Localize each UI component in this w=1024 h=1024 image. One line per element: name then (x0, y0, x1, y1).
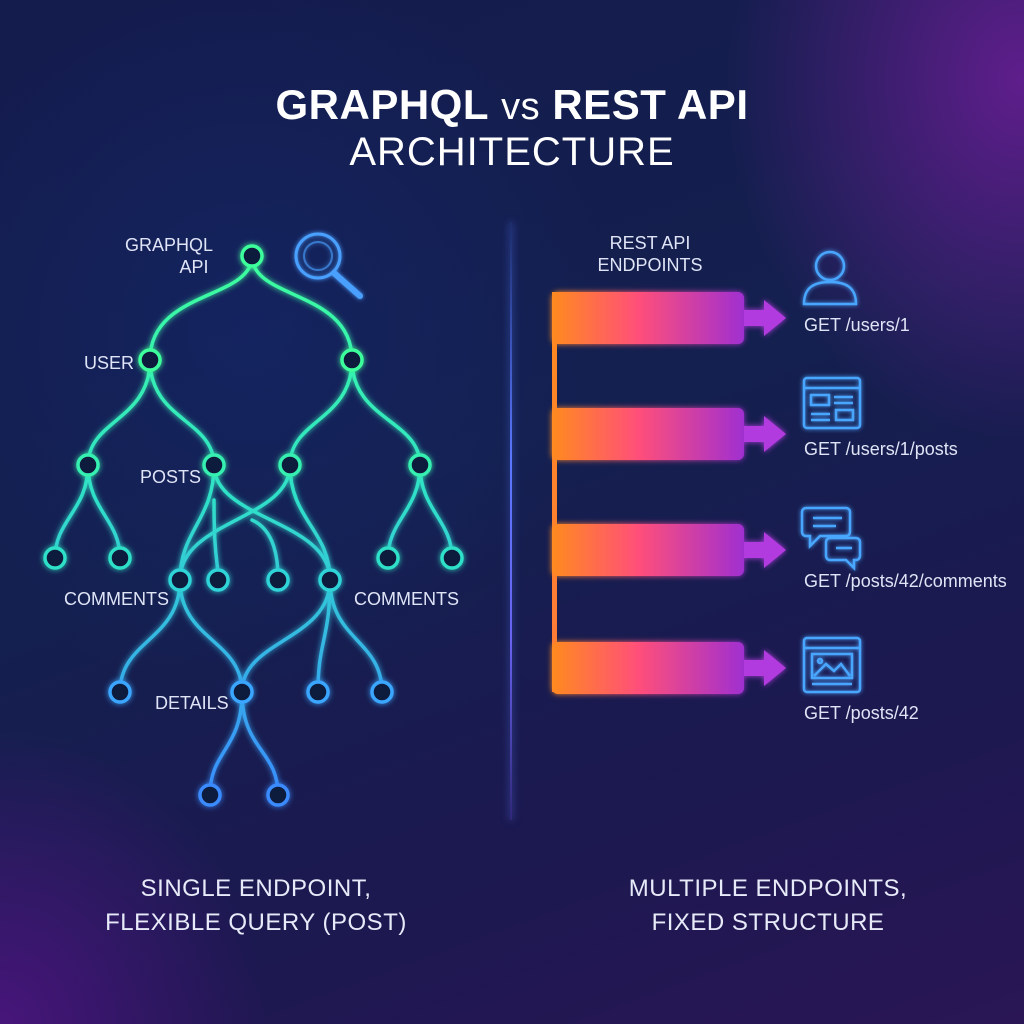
tree-node (306, 680, 330, 704)
tree-edge (418, 463, 454, 560)
details-label: DETAILS (155, 693, 229, 713)
graphql-tree-edges (53, 254, 454, 797)
graphql-api-label: GRAPHQL API (114, 234, 224, 278)
tree-edge (316, 578, 332, 694)
title-graphql: GRAPHQL (275, 81, 489, 128)
search-icon (294, 232, 363, 299)
chat-bubbles-icon (800, 506, 862, 572)
endpoint-bar-4 (552, 642, 786, 694)
tree-edge (53, 463, 90, 560)
rest-bars (552, 292, 786, 694)
tree-node (206, 568, 230, 592)
tree-edge (350, 358, 422, 467)
tree-edge (212, 498, 220, 580)
tree-node (108, 680, 132, 704)
graphql-caption-line-2: FLEXIBLE QUERY (POST) (105, 909, 407, 936)
user-label: USER (84, 353, 135, 373)
tree-node (370, 680, 394, 704)
tree-node (266, 783, 290, 807)
tree-node-details (230, 680, 254, 704)
tree-edge (208, 690, 244, 797)
rest-spine (552, 292, 557, 692)
endpoint-label-3: GET /posts/42/comments (804, 571, 1007, 591)
tree-node (408, 453, 432, 477)
tree-node (198, 783, 222, 807)
tree-edge (328, 578, 384, 694)
tree-node (376, 546, 400, 570)
posts-label: POSTS (140, 467, 202, 487)
tree-edge (178, 578, 244, 694)
tree-edge (240, 578, 332, 694)
endpoint-bar-3 (552, 524, 786, 576)
tree-node-root (240, 244, 264, 268)
tree-node (278, 453, 302, 477)
graphql-caption: SINGLE ENDPOINT, FLEXIBLE QUERY (POST) (6, 872, 506, 940)
center-divider (510, 222, 512, 820)
tree-edge (386, 463, 422, 560)
rest-caption-line-2: FIXED STRUCTURE (651, 909, 885, 936)
tree-node-comments-right (318, 568, 342, 592)
title-rest-api: REST API (552, 81, 749, 128)
tree-node (440, 546, 464, 570)
rest-header-line-2: ENDPOINTS (597, 255, 703, 275)
tree-node-user (138, 348, 162, 372)
image-page-icon (802, 636, 862, 694)
title-vs: vs (501, 86, 541, 128)
rest-endpoints-header: REST API ENDPOINTS (570, 232, 730, 276)
tree-edge (212, 463, 332, 582)
rest-caption: MULTIPLE ENDPOINTS, FIXED STRUCTURE (518, 872, 1018, 940)
title-line-1: GRAPHQL vs REST API (0, 80, 1024, 132)
rest-header-line-1: REST API (609, 233, 691, 253)
rest-caption-line-1: MULTIPLE ENDPOINTS, (628, 875, 908, 902)
tree-edge (148, 358, 216, 467)
tree-edge (250, 254, 354, 362)
title-architecture: ARCHITECTURE (349, 130, 675, 174)
tree-edge (86, 463, 122, 560)
tree-node (76, 453, 100, 477)
tree-node-comments-left (168, 568, 192, 592)
tree-node (108, 546, 132, 570)
graphql-tree-nodes (43, 244, 464, 807)
tree-edge (288, 358, 354, 467)
tree-node (43, 546, 67, 570)
endpoint-label-4: GET /posts/42 (804, 703, 919, 723)
endpoint-bar-1 (552, 292, 786, 344)
graphql-caption-line-1: SINGLE ENDPOINT, (140, 875, 372, 902)
endpoint-bar-2 (552, 408, 786, 460)
graphql-api-label-line-1: GRAPHQL (124, 235, 214, 255)
tree-edge (86, 358, 152, 467)
user-icon (802, 250, 858, 306)
tree-edge (148, 254, 254, 362)
tree-edge (288, 463, 332, 582)
endpoint-label-2: GET /users/1/posts (804, 439, 958, 459)
tree-edge (240, 690, 280, 797)
comments-label-left: COMMENTS (64, 589, 169, 609)
web-page-icon (802, 376, 862, 430)
tree-node (340, 348, 364, 372)
tree-node-posts (202, 453, 226, 477)
tree-node (266, 568, 290, 592)
comments-label-right: COMMENTS (354, 589, 459, 609)
endpoint-label-1: GET /users/1 (804, 315, 910, 335)
tree-edge (178, 463, 292, 582)
graphql-api-label-line-2: API (179, 257, 209, 277)
tree-edge (118, 578, 182, 694)
